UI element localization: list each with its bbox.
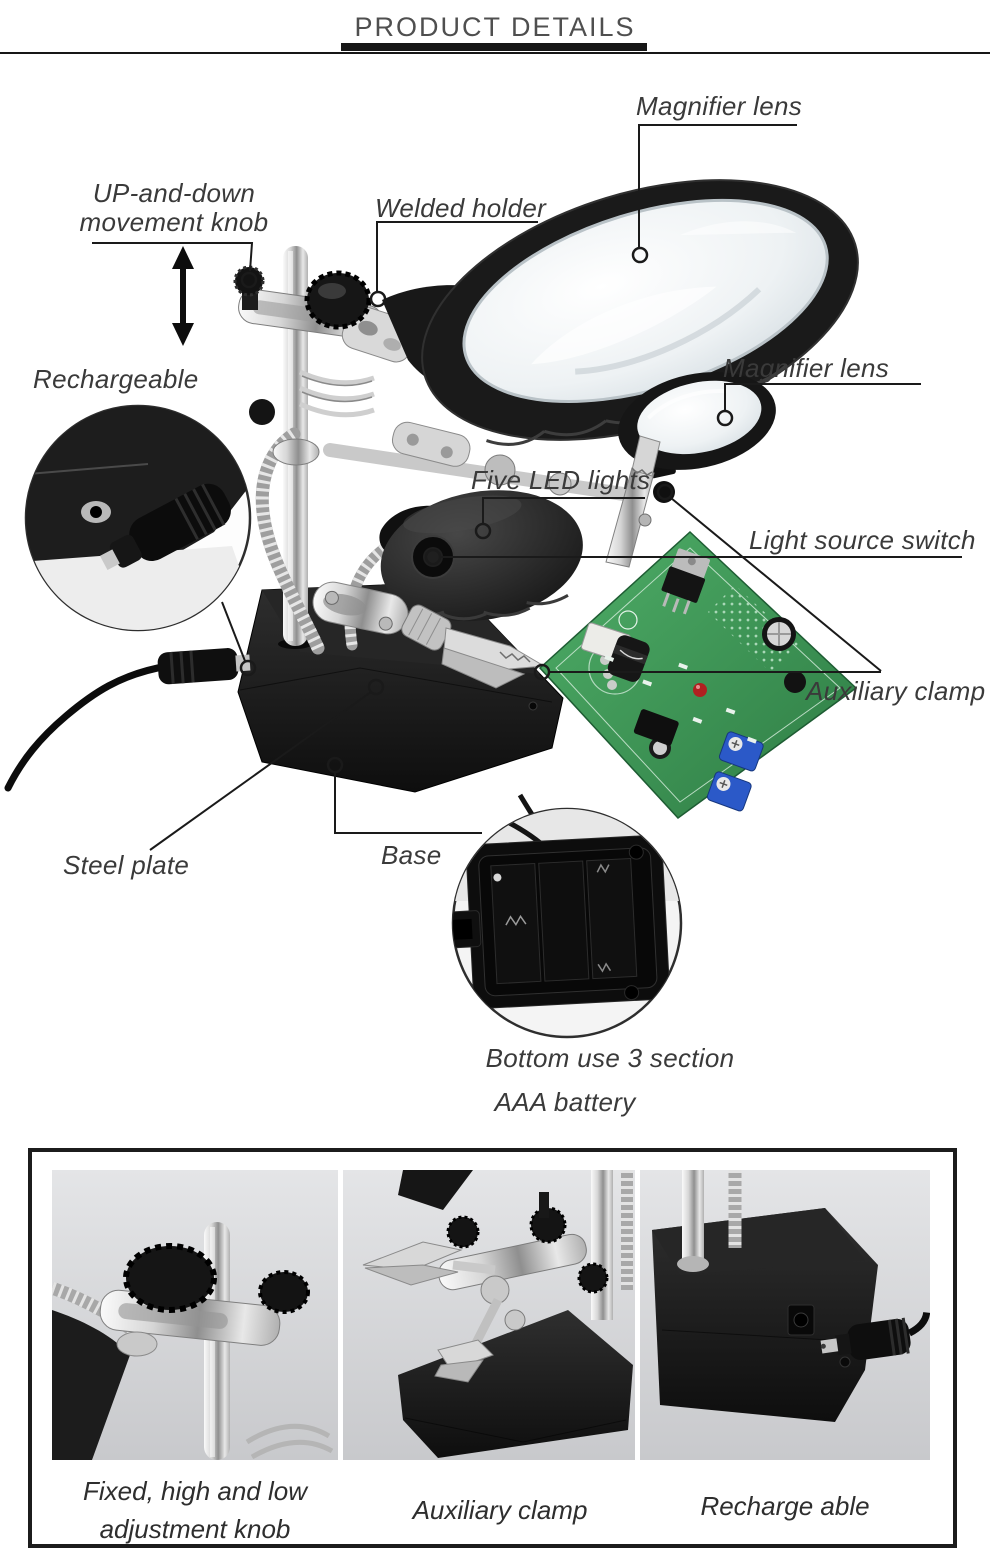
label-battery-note-line1: Bottom use 3 section [485, 1043, 735, 1073]
callout-line-rechargeable [221, 601, 246, 662]
gallery-caption-rechargeable: Recharge able [700, 1491, 870, 1521]
label-up-down-knob: UP-and-down movement knob [79, 178, 269, 237]
label-welded-holder: Welded holder [375, 193, 547, 223]
label-five-led-lights: Five LED lights [471, 465, 651, 495]
label-base: Base [381, 840, 442, 870]
callout-line-base [334, 773, 482, 834]
big-magnifier-lens [382, 179, 859, 446]
callout-ring-up-down-knob [240, 271, 258, 289]
battery-inset-photo [451, 807, 683, 1039]
label-magnifier-lens-top: Magnifier lens [636, 91, 803, 121]
callout-line-steel-plate [149, 691, 372, 851]
pcb-board [538, 530, 858, 820]
callout-ring-welded-holder [369, 290, 387, 308]
gallery-photo-auxiliary-clamp [343, 1170, 635, 1465]
locking-knob [304, 270, 372, 330]
label-magnifier-lens-side: Magnifier lens [723, 353, 890, 383]
gallery-caption-auxiliary-clamp: Auxiliary clamp [412, 1495, 588, 1525]
gallery-photo-rechargeable [640, 1170, 931, 1465]
callout-line-magnifier-top [638, 124, 797, 247]
callout-ring-magnifier-top [631, 246, 649, 264]
callout-line-welded-holder [376, 221, 538, 291]
callout-line-up-down-knob [92, 242, 254, 272]
product-photo [4, 124, 962, 1039]
callout-line-aux-clamp-2 [670, 497, 882, 672]
callout-ring-five-led [474, 522, 492, 540]
title-underline-bar [341, 43, 647, 51]
dc-plug [157, 648, 251, 685]
led-light-housing [379, 490, 583, 622]
page-title: PRODUCT DETAILS [354, 12, 636, 42]
callout-ring-magnifier-side [716, 409, 734, 427]
label-auxiliary-clamp: Auxiliary clamp [806, 676, 986, 706]
callout-line-magnifier-side [724, 383, 921, 410]
callout-ring-rechargeable [239, 659, 257, 677]
up-down-movement-knob [233, 265, 265, 310]
label-steel-plate: Steel plate [63, 850, 190, 880]
gallery-caption-adjustment-knob: Fixed, high and low adjustment knob [82, 1476, 308, 1544]
gallery-photo-adjustment-knob [49, 1170, 338, 1465]
title-divider-line [0, 52, 990, 54]
left-auxiliary-clamp [312, 581, 546, 689]
label-light-source-switch: Light source switch [749, 525, 976, 555]
callout-ring-aux-clamp-2 [656, 483, 674, 501]
label-battery-note-line2: AAA battery [494, 1087, 636, 1117]
callout-ring-steel-plate [367, 678, 385, 696]
callout-graphics [92, 124, 962, 851]
up-down-arrow-icon [172, 246, 194, 346]
label-rechargeable: Rechargeable [33, 364, 199, 394]
callout-ring-light-switch [424, 548, 442, 566]
callout-ring-aux-clamp-1 [533, 663, 551, 681]
callout-line-five-led [482, 497, 645, 523]
rechargeable-inset-photo [24, 404, 252, 632]
callout-ring-base [326, 756, 344, 774]
arm-crossbar [249, 399, 637, 502]
welded-holder-bracket [233, 265, 416, 363]
